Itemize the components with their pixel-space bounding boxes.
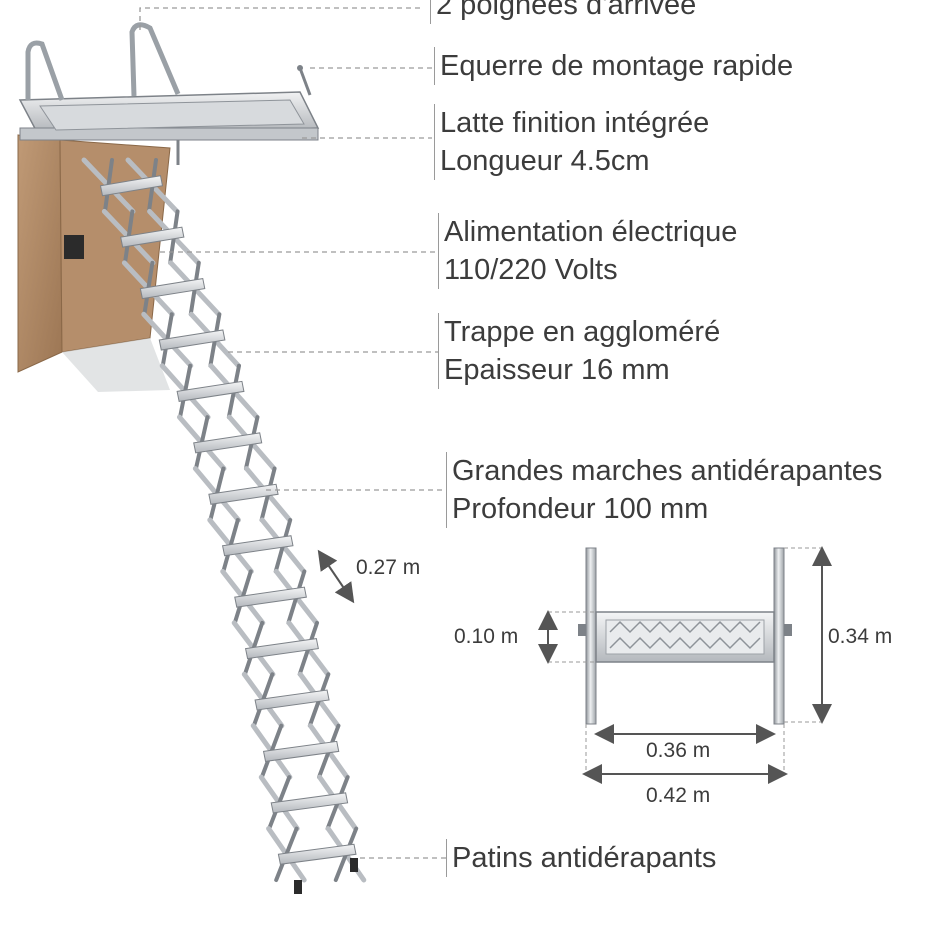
- label-steps-line2: Profondeur 100 mm: [452, 493, 709, 525]
- dim-step-spacing: 0.27 m: [356, 556, 421, 579]
- label-power: Alimentation électrique 110/220 Volts: [438, 213, 737, 289]
- label-hatch-line2: Epaisseur 16 mm: [444, 354, 670, 386]
- label-handles-text: 2 poignées d'arrivée: [436, 0, 697, 21]
- anti-slip-foot: [350, 858, 358, 872]
- label-finish: Latte finition intégrée Longueur 4.5cm: [434, 104, 709, 180]
- anti-slip-foot: [294, 880, 302, 894]
- ladder-step: [244, 638, 319, 660]
- step-detail: [538, 546, 832, 784]
- scissor-ladder: [81, 157, 367, 894]
- label-feet-text: Patins antidérapants: [452, 842, 717, 874]
- label-handles: 2 poignées d'arrivée: [430, 0, 696, 24]
- ladder-step: [262, 740, 340, 762]
- ladder-step: [208, 483, 279, 505]
- label-mount: Equerre de montage rapide: [434, 47, 793, 85]
- dim-outer-width: 0.42 m: [646, 784, 711, 807]
- ladder-step: [176, 380, 245, 402]
- label-steps: Grandes marches antidérapantes Profondeu…: [446, 452, 882, 528]
- label-finish-line1: Latte finition intégrée: [440, 107, 710, 139]
- leader-lines: [139, 7, 446, 859]
- label-feet: Patins antidérapants: [446, 839, 716, 877]
- motor-box: [64, 235, 84, 259]
- ladder-step: [193, 432, 263, 454]
- ladder-step: [120, 226, 185, 248]
- dim-inner-width: 0.36 m: [646, 739, 711, 762]
- ladder-step: [221, 535, 294, 557]
- ladder-step: [158, 329, 226, 351]
- ladder-step: [99, 175, 164, 197]
- label-mount-text: Equerre de montage rapide: [440, 50, 794, 82]
- ladder-step: [234, 586, 307, 608]
- label-power-line1: Alimentation électrique: [444, 216, 738, 248]
- ladder-step: [139, 278, 206, 300]
- ladder-step: [254, 689, 330, 711]
- label-power-line2: 110/220 Volts: [444, 254, 618, 286]
- label-finish-line2: Longueur 4.5cm: [440, 145, 650, 177]
- step-spacing-arrow: [317, 549, 355, 604]
- label-hatch-line1: Trappe en aggloméré: [444, 316, 721, 348]
- dim-rail-height: 0.34 m: [828, 625, 893, 648]
- arrival-handles: [25, 22, 181, 101]
- mount-bracket: [297, 65, 312, 96]
- label-steps-line1: Grandes marches antidérapantes: [452, 455, 883, 487]
- dim-step-depth: 0.10 m: [454, 625, 519, 648]
- top-frame: [18, 91, 320, 165]
- ladder-step: [277, 843, 357, 865]
- label-hatch: Trappe en aggloméré Epaisseur 16 mm: [438, 313, 720, 389]
- ladder-step: [270, 792, 349, 814]
